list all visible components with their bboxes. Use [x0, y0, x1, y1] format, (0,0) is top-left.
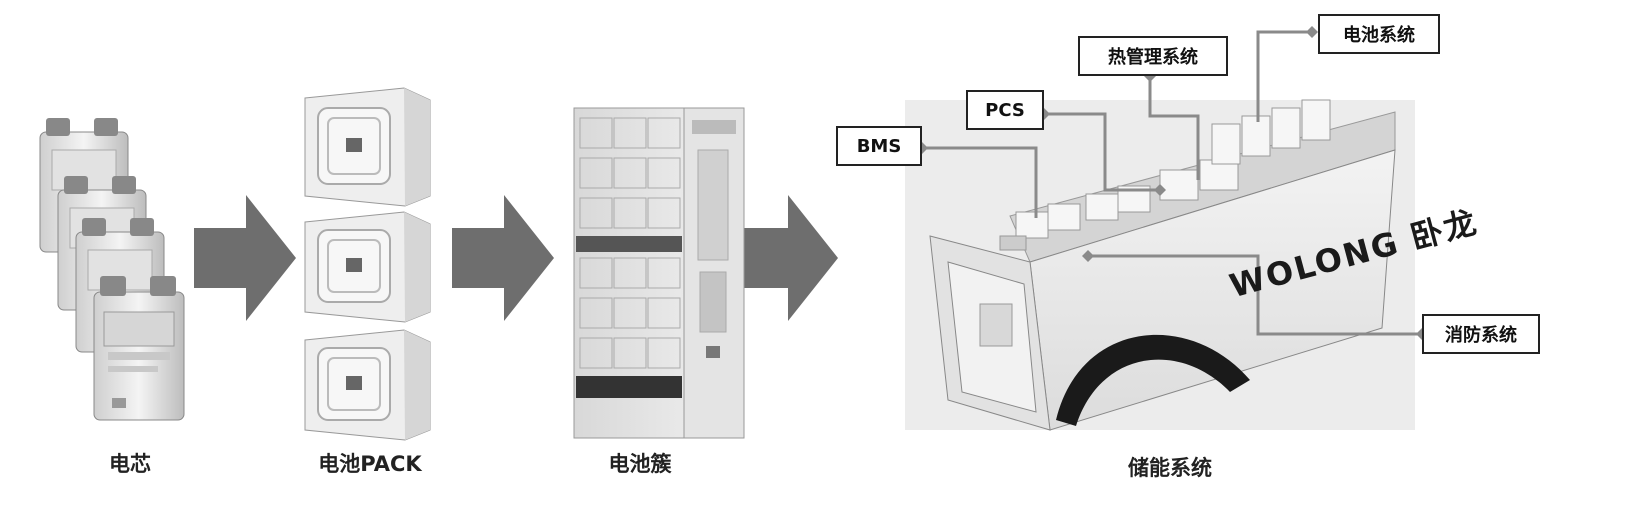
callout-battery-system: 电池系统 — [1318, 14, 1440, 54]
flow-arrow-3 — [738, 195, 838, 321]
energy-storage-container-illustration — [905, 99, 1415, 431]
stage-label-cluster: 电池簇 — [608, 452, 672, 476]
callout-label: 消防系统 — [1445, 325, 1517, 346]
callout-label: 热管理系统 — [1108, 47, 1198, 68]
swoosh-graphic — [1056, 334, 1250, 426]
callout-label: PCS — [985, 99, 1025, 121]
callout-bms: BMS — [836, 126, 922, 166]
callout-label: BMS — [856, 135, 902, 157]
battery-pack — [304, 211, 431, 323]
stage-label-pack: 电池PACK — [318, 452, 422, 476]
battery-cells-illustration — [39, 118, 185, 421]
callout-pcs: PCS — [966, 90, 1044, 130]
callout-label: 电池系统 — [1343, 25, 1415, 46]
callout-thermal-management: 热管理系统 — [1078, 36, 1228, 76]
callout-fire-protection: 消防系统 — [1422, 314, 1540, 354]
stage-label-cell: 电芯 — [109, 452, 151, 476]
stage-label-system: 储能系统 — [1128, 456, 1212, 480]
battery-pack — [304, 329, 431, 441]
battery-cell — [93, 276, 185, 421]
flow-arrow-2 — [452, 195, 554, 321]
callout-leaders — [922, 30, 1422, 336]
battery-packs-illustration — [304, 87, 431, 441]
flow-arrow-1 — [194, 195, 296, 321]
callout-markers — [916, 26, 1428, 340]
battery-pack — [304, 87, 431, 207]
battery-cluster-illustration — [573, 107, 745, 439]
